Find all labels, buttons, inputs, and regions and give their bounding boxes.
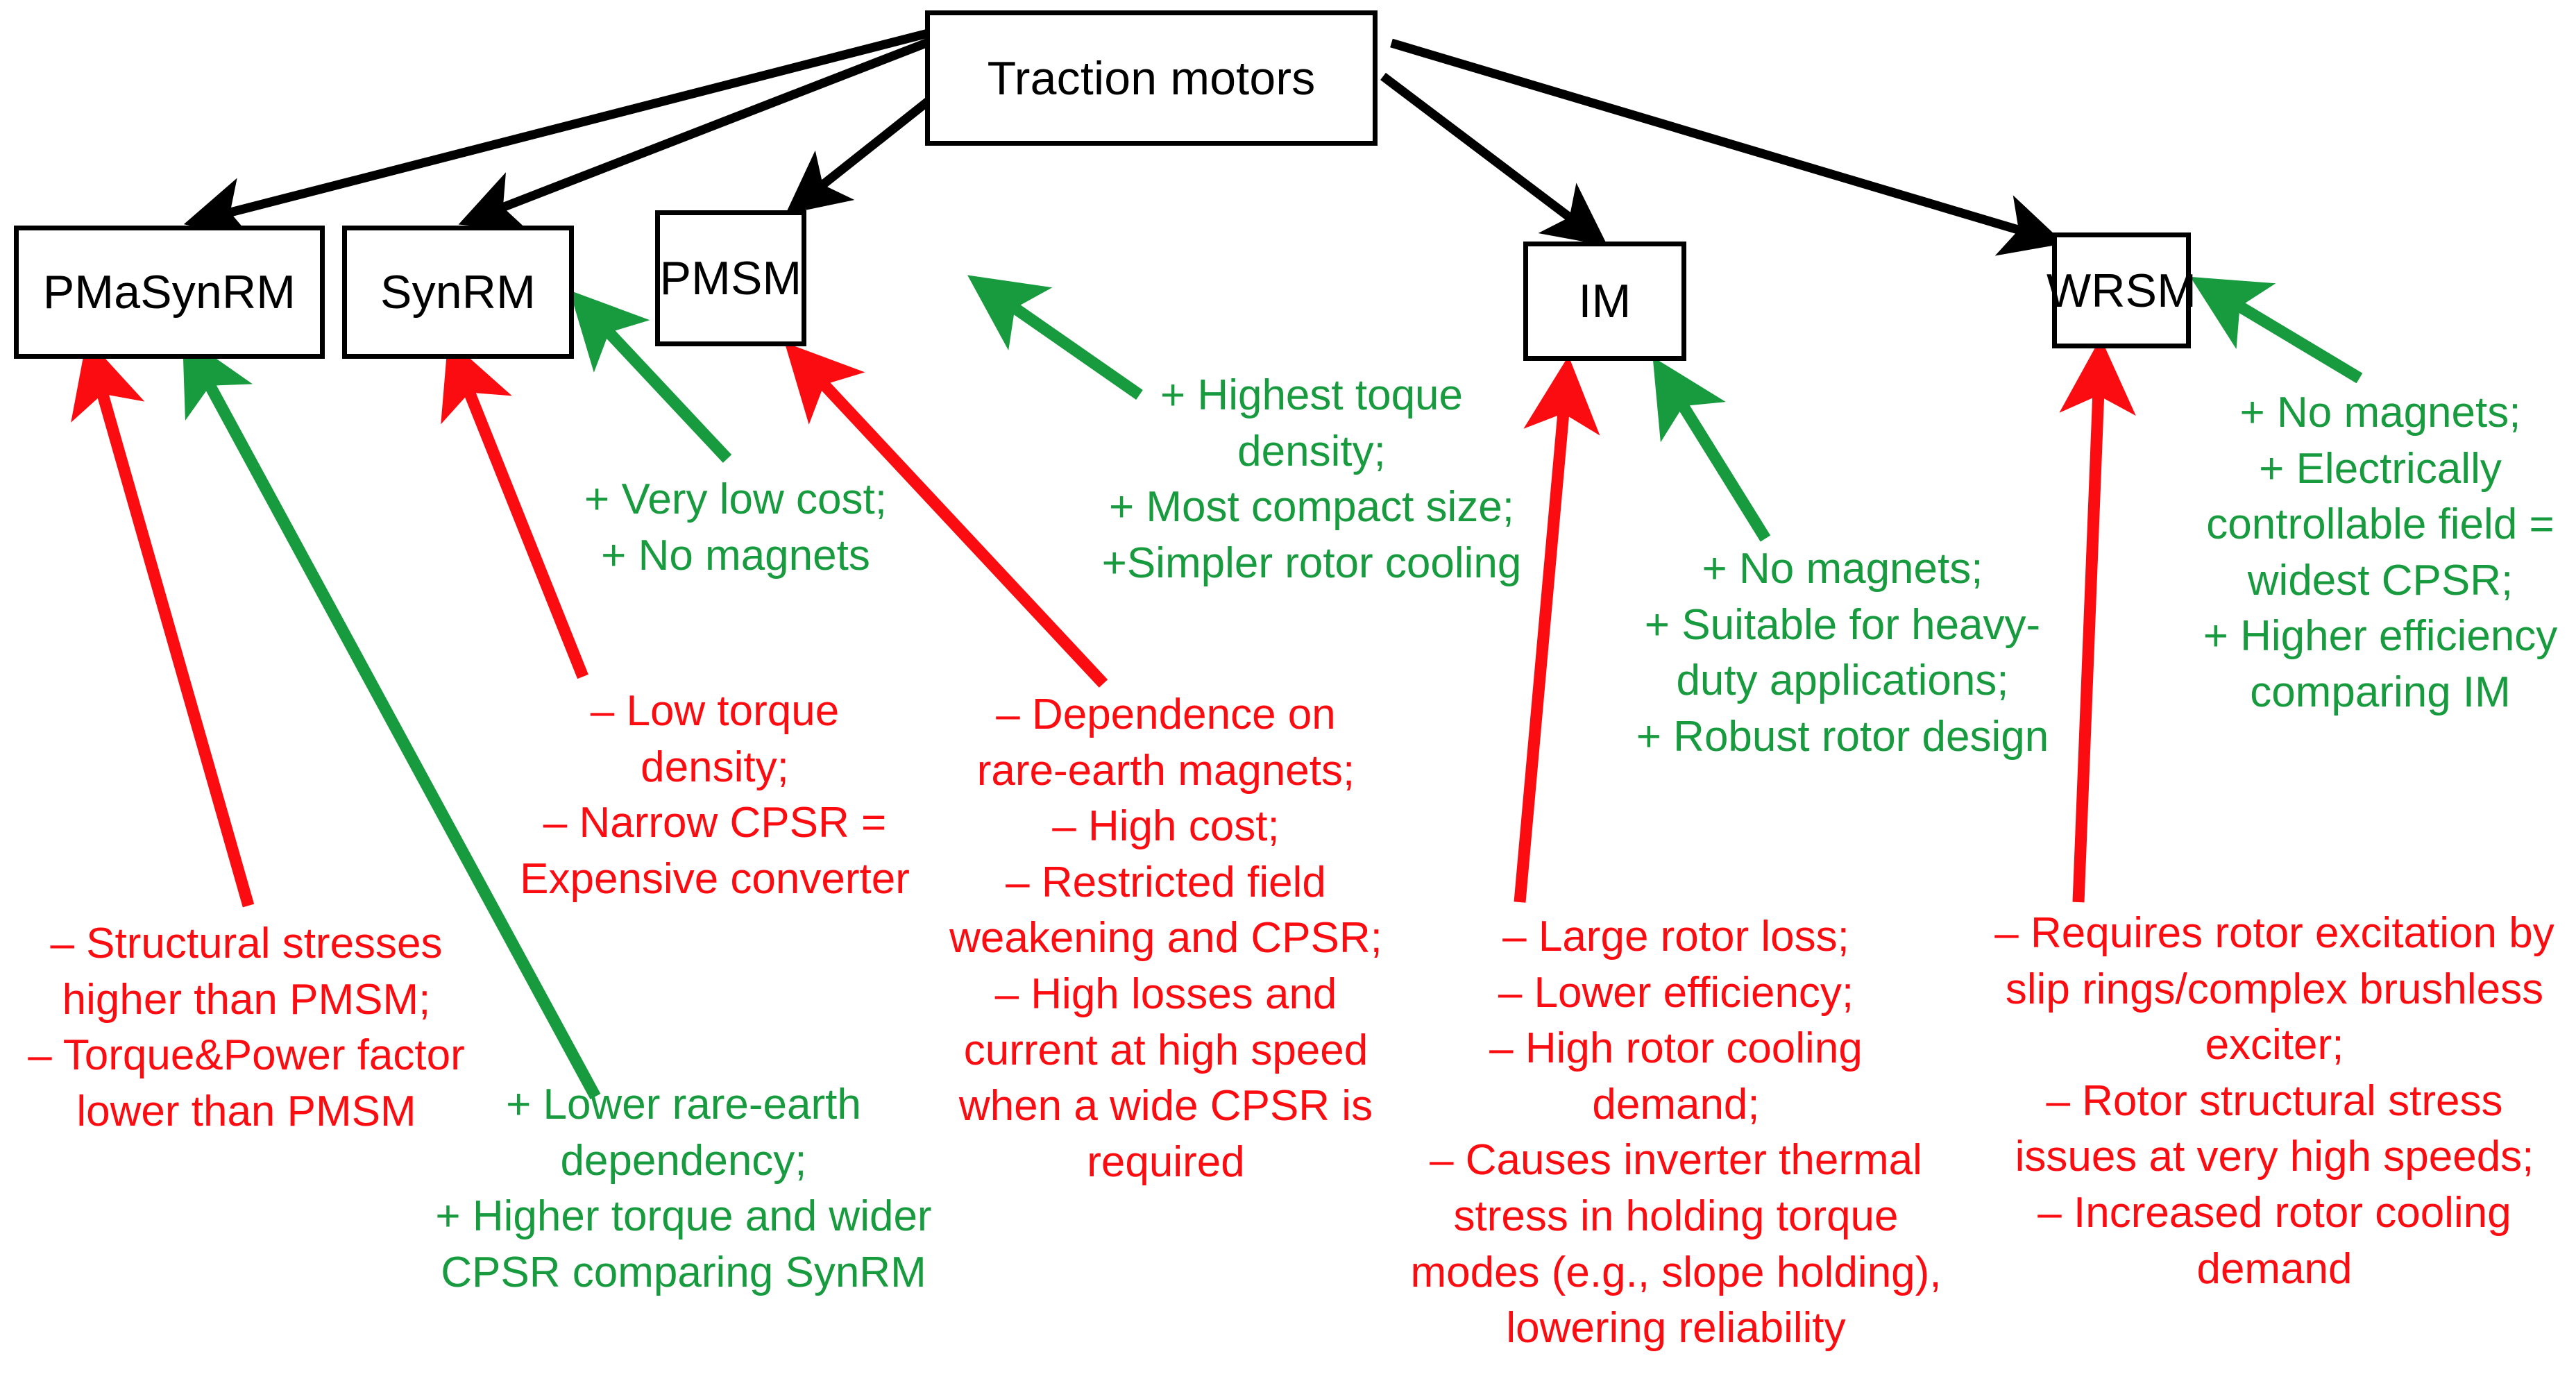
node-label: WRSM bbox=[2046, 264, 2197, 317]
node-wrsm[interactable]: WRSM bbox=[2047, 232, 2196, 348]
node-label: Traction motors bbox=[987, 51, 1316, 105]
arrow-root-to-im bbox=[1380, 72, 1608, 246]
node-label: IM bbox=[1578, 275, 1632, 328]
note-im-pros: + No magnets; + Suitable for heavy- duty… bbox=[1636, 545, 2049, 761]
node-label: PMaSynRM bbox=[42, 266, 296, 319]
arrow-pmasynrm-cons bbox=[71, 338, 255, 908]
arrow-root-to-synrm bbox=[458, 37, 932, 232]
arrow-wrsm-pros bbox=[2190, 276, 2363, 384]
node-traction-motors[interactable]: Traction motors bbox=[925, 10, 1378, 146]
node-pmasynrm[interactable]: PMaSynRM bbox=[14, 226, 325, 359]
arrow-root-to-pmasynrm bbox=[183, 27, 935, 239]
note-synrm-cons: – Low torque density; – Narrow CPSR = Ex… bbox=[520, 687, 910, 903]
note-pmsm-cons: – Dependence on rare-earth magnets; – Hi… bbox=[949, 691, 1382, 1186]
node-label: SynRM bbox=[380, 266, 536, 319]
arrow-im-pros bbox=[1652, 357, 1771, 542]
note-synrm-pros: + Very low cost; + No magnets bbox=[584, 475, 887, 579]
note-pmsm-pros: + Highest toque density; + Most compact … bbox=[1101, 371, 1522, 587]
note-im-cons: – Large rotor loss; – Lower efficiency; … bbox=[1410, 913, 1942, 1353]
note-wrsm-pros: + No magnets; + Electrically controllabl… bbox=[2203, 389, 2558, 716]
arrow-root-to-wrsm bbox=[1390, 38, 2065, 256]
node-synrm[interactable]: SynRM bbox=[342, 226, 574, 359]
node-label: PMSM bbox=[659, 252, 802, 305]
note-pmasynrm-pros: + Lower rare-earth dependency; + Higher … bbox=[435, 1081, 932, 1296]
arrow-wrsm-cons bbox=[2059, 337, 2136, 903]
note-wrsm-cons: – Requires rotor excitation by slip ring… bbox=[1994, 909, 2554, 1293]
node-im[interactable]: IM bbox=[1523, 242, 1686, 361]
node-pmsm[interactable]: PMSM bbox=[655, 210, 806, 346]
